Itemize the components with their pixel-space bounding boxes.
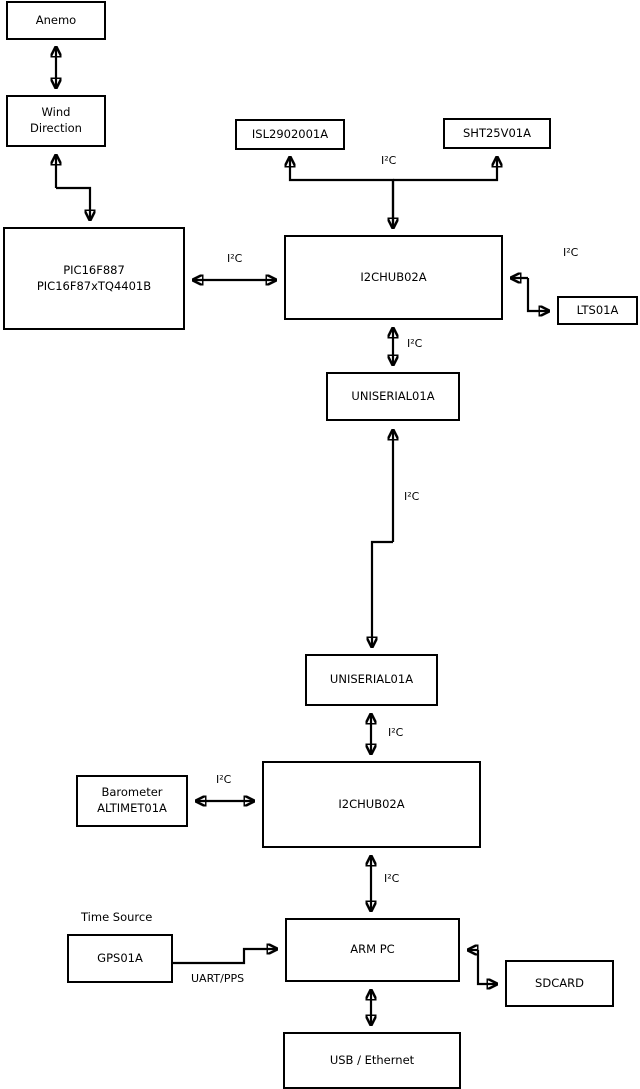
edge-label-i2c-uniserial-hub: I²C (388, 726, 404, 739)
edge-label-i2c-hub-armpc: I²C (384, 872, 400, 885)
node-uniserial01a-top[interactable]: UNISERIAL01A (326, 372, 460, 421)
node-usb-ethernet[interactable]: USB / Ethernet (283, 1032, 461, 1089)
label-time-source: Time Source (81, 910, 153, 924)
node-lts01a[interactable]: LTS01A (557, 296, 638, 325)
edge-armpc-sdcard (468, 950, 497, 984)
node-i2chub02a-bottom[interactable]: I2CHUB02A (262, 761, 481, 848)
node-pic16f887[interactable]: PIC16F887 PIC16F87xTQ4401B (3, 227, 185, 330)
edge-label-i2c-barometer: I²C (216, 773, 232, 786)
node-i2chub02a-top[interactable]: I2CHUB02A (284, 235, 503, 320)
node-sdcard[interactable]: SDCARD (505, 960, 614, 1007)
edge-label-i2c-uniserial-uniserial: I²C (404, 490, 420, 503)
edge-pic-wind (56, 155, 90, 220)
node-uniserial01a-bottom[interactable]: UNISERIAL01A (305, 654, 438, 706)
edge-label-i2c-pic-hub: I²C (227, 252, 243, 265)
node-gps01a[interactable]: GPS01A (67, 934, 173, 983)
node-barometer-altimet01a[interactable]: Barometer ALTIMET01A (76, 775, 188, 827)
node-isl2902001a[interactable]: ISL2902001A (235, 119, 345, 150)
edge-hubtop-sensors (290, 157, 497, 228)
edge-label-i2c-hub-uniserial: I²C (407, 337, 423, 350)
edge-label-i2c-lts: I²C (563, 246, 579, 259)
node-sht25v01a[interactable]: SHT25V01A (443, 118, 551, 149)
edge-gps-armpc (173, 949, 277, 965)
edge-label-i2c-sensors: I²C (381, 154, 397, 167)
node-wind-direction[interactable]: Wind Direction (6, 95, 106, 147)
node-anemo[interactable]: Anemo (6, 1, 106, 40)
edge-hubtop-lts (511, 278, 549, 311)
edge-uniserialtop-uniserialbot (372, 430, 393, 647)
edge-label-uart-pps: UART/PPS (191, 972, 245, 985)
node-arm-pc[interactable]: ARM PC (285, 918, 460, 982)
